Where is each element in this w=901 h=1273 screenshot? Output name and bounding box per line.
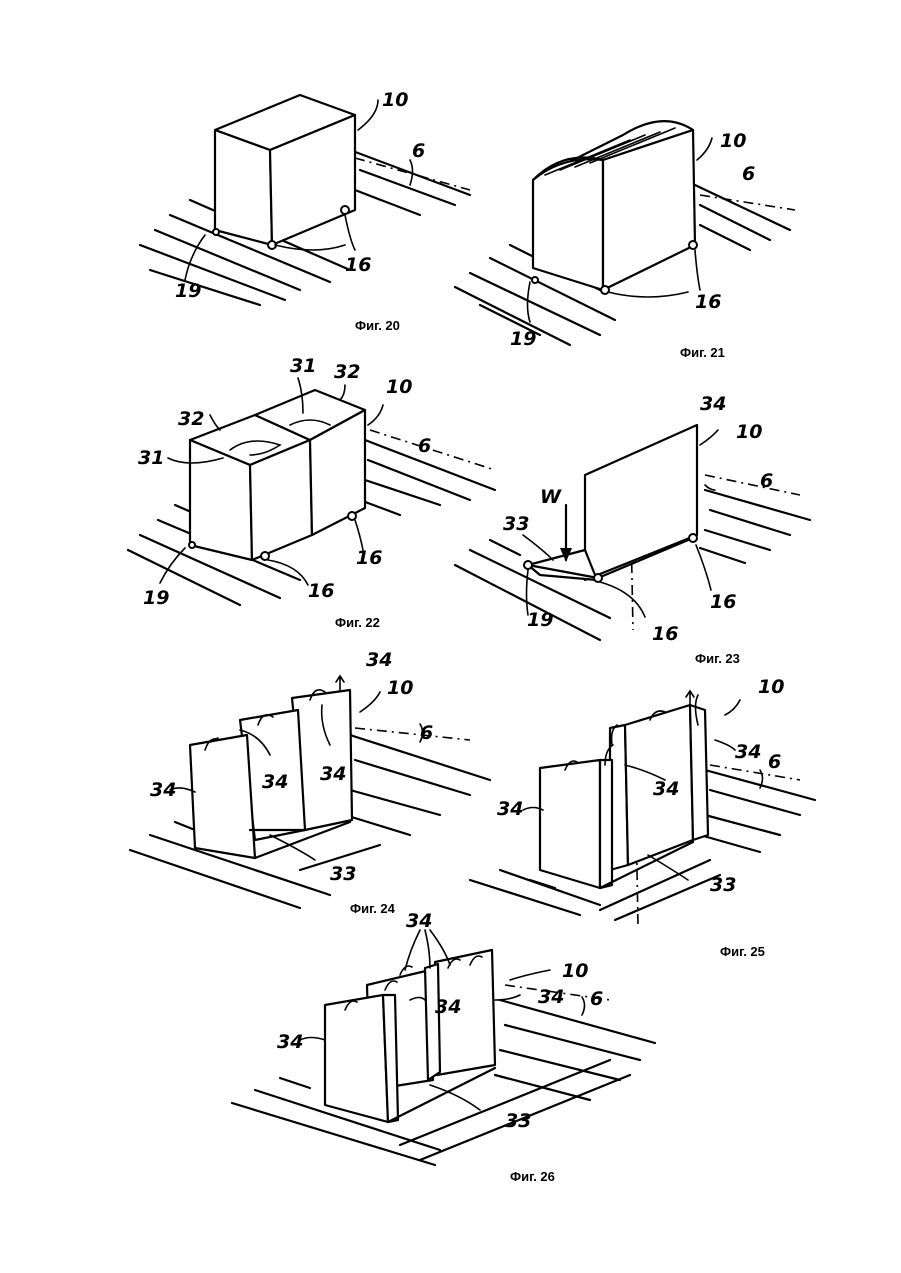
ref-16: 16: [710, 591, 736, 613]
figure-25: 10 34 6 34 34 33 Фиг. 25: [470, 676, 815, 959]
ref-34: 34: [366, 649, 392, 671]
force-w: W: [540, 486, 562, 508]
ref-34: 34: [277, 1031, 303, 1053]
ref-19: 19: [175, 280, 201, 302]
ref-32: 32: [334, 361, 360, 383]
ref-33: 33: [330, 863, 356, 885]
ref-34: 34: [435, 996, 461, 1018]
figure-24: 10 34 6 34 34 34 33 Фиг. 24: [130, 649, 490, 916]
partially-folded-panels: [540, 705, 708, 888]
ref-33: 33: [503, 513, 529, 535]
ref-10: 10: [382, 89, 408, 111]
ref-19: 19: [527, 609, 553, 631]
ref-31: 31: [138, 447, 164, 469]
ref-16: 16: [345, 254, 371, 276]
ref-19: 19: [510, 328, 536, 350]
container-box: [532, 121, 697, 294]
ref-6: 6: [742, 163, 755, 185]
refolded-panels: [325, 950, 495, 1122]
ref-31: 31: [290, 355, 316, 377]
figure-22: 10 6 19 16 16 31 31 32 32 Фиг. 22: [128, 355, 495, 630]
ref-34: 34: [700, 393, 726, 415]
ref-33: 33: [505, 1110, 531, 1132]
ref-6: 6: [412, 140, 425, 162]
ref-10: 10: [736, 421, 762, 443]
ref-34: 34: [406, 910, 432, 932]
figure-caption: Фиг. 24: [350, 901, 396, 916]
ref-34: 34: [262, 771, 288, 793]
ref-10: 10: [386, 376, 412, 398]
ref-6: 6: [590, 988, 603, 1010]
ref-19: 19: [143, 587, 169, 609]
ref-16: 16: [356, 547, 382, 569]
container-box: [189, 390, 365, 560]
ref-34: 34: [320, 763, 346, 785]
ref-34: 34: [653, 778, 679, 800]
ref-10: 10: [720, 130, 746, 152]
figure-21: 10 6 19 16 Фиг. 21: [455, 121, 795, 360]
ref-34: 34: [150, 779, 176, 801]
figure-caption: Фиг. 26: [510, 1169, 555, 1184]
ref-34: 34: [497, 798, 523, 820]
figure-20: 10 6 19 16 Фиг. 20: [140, 89, 470, 333]
figure-caption: Фиг. 21: [680, 345, 725, 360]
container-box: [213, 95, 355, 249]
ref-16: 16: [308, 580, 334, 602]
figure-23: 10 34 6 33 W 19 16 16 Фиг. 23: [455, 393, 810, 666]
ref-16: 16: [652, 623, 678, 645]
ref-6: 6: [418, 435, 431, 457]
ref-34: 34: [538, 986, 564, 1008]
ref-6: 6: [420, 722, 433, 744]
ref-10: 10: [758, 676, 784, 698]
ref-16: 16: [695, 291, 721, 313]
ref-10: 10: [387, 677, 413, 699]
figure-caption: Фиг. 23: [695, 651, 740, 666]
ref-6: 6: [760, 470, 773, 492]
ref-6: 6: [768, 751, 781, 773]
ref-34: 34: [735, 741, 761, 763]
figure-caption: Фиг. 22: [335, 615, 380, 630]
figure-26: 10 34 34 6 34 34 33 Фиг. 26: [232, 910, 655, 1184]
figure-caption: Фиг. 20: [355, 318, 400, 333]
ref-33: 33: [710, 874, 736, 896]
figure-caption: Фиг. 25: [720, 944, 765, 959]
ref-10: 10: [562, 960, 588, 982]
ref-32: 32: [178, 408, 204, 430]
